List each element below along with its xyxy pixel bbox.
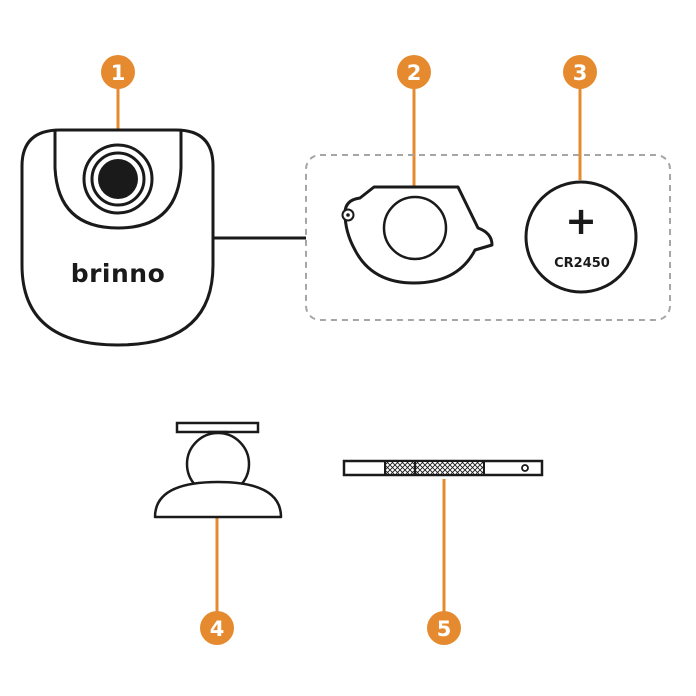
badge-number: 2 [407,61,422,85]
badge-circle [200,611,234,645]
battery-cover-window [382,195,448,261]
battery-group-box [305,154,671,321]
screw-center [346,213,350,217]
badge-number: 4 [210,617,225,641]
lens-icon [98,159,138,199]
strap-velcro-left [384,460,416,476]
mount-plate [175,421,260,434]
camera-body: brinno [20,128,215,347]
callout-badge-3: 3 [563,55,597,89]
brand-logo: brinno [71,259,166,288]
camera-visor [53,130,183,230]
callout-badge-1: 1 [101,55,135,89]
callout-badge-4: 4 [200,611,234,645]
badge-number: 3 [573,61,588,85]
callout-badge-2: 2 [397,55,431,89]
strap [342,459,544,477]
strap-hole [521,464,529,472]
plus-icon: + [565,199,597,243]
mount-suction-base [153,480,283,519]
badge-circle [397,55,431,89]
leader-lines [116,86,582,612]
badge-circle [427,611,461,645]
coin-battery-outline [524,180,638,294]
badge-number: 1 [111,61,126,85]
battery-cover [341,185,494,285]
camera-housing [20,128,215,347]
battery-model-label: CR2450 [554,256,610,271]
badge-number: 5 [437,617,452,641]
badge-circle [101,55,135,89]
strap-velcro-right [414,460,485,476]
ball-head-mount [153,421,283,519]
badge-circle [563,55,597,89]
coin-battery: + CR2450 [524,180,638,294]
callout-badge-5: 5 [427,611,461,645]
